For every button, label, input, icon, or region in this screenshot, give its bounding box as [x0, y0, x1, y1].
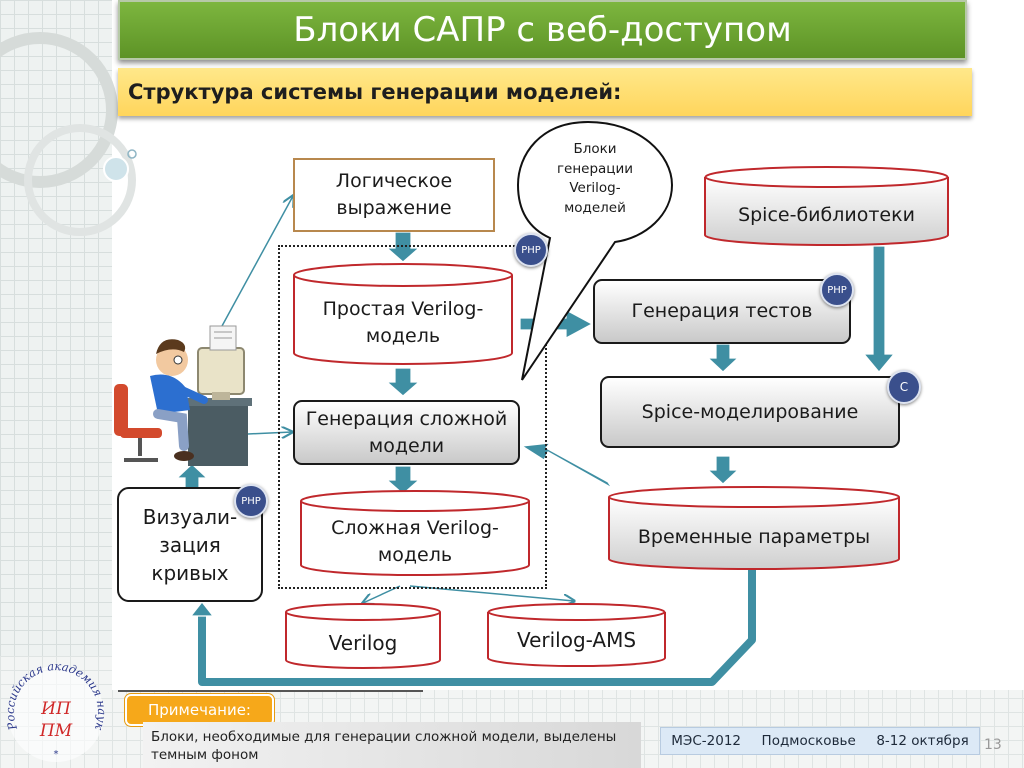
- verilog-ams-cylinder: Verilog-AMS: [487, 603, 666, 668]
- test-generation-box: Генерация тестов: [593, 279, 851, 344]
- c-badge: C: [887, 370, 921, 404]
- simple-verilog-model-cylinder: Простая Verilog-модель: [293, 263, 513, 365]
- decorative-rings: [0, 32, 137, 236]
- highlight-frame: [278, 245, 547, 589]
- note-text: Блоки, необходимые для генерации сложной…: [143, 722, 641, 768]
- simple-verilog-model-label: Простая Verilog-модель: [322, 298, 484, 347]
- verilog-ams-label: Verilog-AMS: [516, 628, 637, 652]
- svg-text:*: *: [54, 749, 59, 760]
- timing-parameters-cylinder: Временные параметры: [608, 486, 900, 570]
- slide-subtitle: Структура системы генерации моделей:: [118, 68, 972, 116]
- verilog-cylinder: Verilog: [285, 603, 441, 669]
- footer-place: Подмосковье: [761, 733, 856, 749]
- verilog-label: Verilog: [328, 631, 398, 655]
- page-number: 13: [984, 737, 1002, 753]
- complex-verilog-model-label: Сложная Verilog-модель: [331, 517, 499, 566]
- php-badge: PHP: [514, 233, 548, 267]
- complex-verilog-model-cylinder: Сложная Verilog-модель: [300, 490, 530, 576]
- note-divider: [118, 690, 423, 692]
- php-badge: PHP: [234, 484, 268, 518]
- callout-text: Блоки генерации Verilog-моделей: [556, 141, 634, 216]
- footer-conference: МЭС-2012: [671, 733, 741, 749]
- spice-modeling-box: Spice-моделирование: [600, 376, 900, 448]
- php-badge: PHP: [820, 273, 854, 307]
- user-at-computer-illustration: [114, 325, 252, 466]
- footer-info: МЭС-2012 Подмосковье 8-12 октября: [660, 727, 980, 755]
- curve-visualization-box: Визуали-зация кривых: [117, 487, 263, 602]
- ras-logo: Российская академия наук ИП ПМ *: [4, 660, 108, 762]
- spice-library-cylinder: Spice-библиотеки: [704, 166, 949, 247]
- svg-text:ПМ: ПМ: [39, 721, 73, 741]
- slide-title: Блоки САПР с веб-доступом: [118, 0, 967, 60]
- callout-bubble-shape: [516, 120, 674, 381]
- spice-library-label: Spice-библиотеки: [738, 203, 915, 226]
- svg-text:ИП: ИП: [40, 699, 72, 719]
- timing-parameters-label: Временные параметры: [637, 525, 871, 548]
- logic-expression-box: Логическое выражение: [293, 158, 495, 232]
- complex-model-generation-box: Генерация сложной модели: [293, 400, 520, 465]
- footer-dates: 8-12 октября: [876, 733, 969, 749]
